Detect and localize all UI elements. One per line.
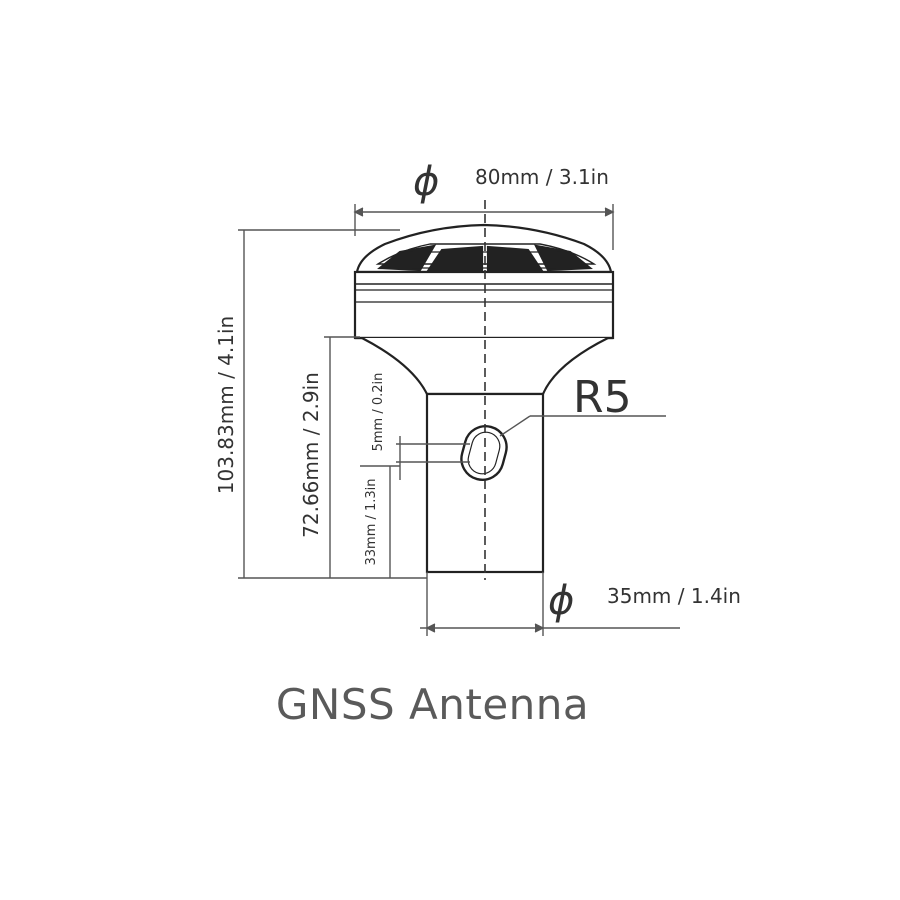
antenna-housing — [353, 270, 615, 340]
top-diameter-symbol: ϕ — [413, 159, 439, 205]
mounting-slot — [460, 425, 508, 481]
antenna-dome-inner — [375, 243, 597, 265]
top-diameter-label: 80mm / 3.1in — [475, 165, 609, 189]
radius-label: R5 — [573, 372, 632, 423]
bottom-diameter-symbol: ϕ — [548, 578, 574, 624]
total-height-label: 103.83mm / 4.1in — [214, 316, 238, 494]
lower-height-label: 72.66mm / 2.9in — [299, 372, 323, 538]
diagram-title: GNSS Antenna — [275, 680, 590, 729]
slot-width-label: 5mm / 0.2in — [371, 373, 386, 452]
dimension-lines — [238, 204, 680, 636]
antenna-body — [353, 223, 615, 574]
mounting-slot-inner — [467, 431, 501, 475]
bottom-diameter-label: 35mm / 1.4in — [607, 584, 741, 608]
slot-height-label: 33mm / 1.3in — [364, 478, 379, 565]
